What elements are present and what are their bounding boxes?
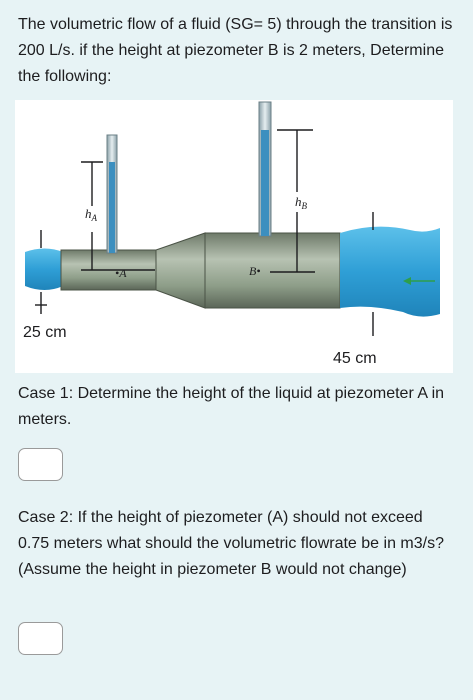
- label-h-b-sub: B: [302, 201, 308, 211]
- label-diameter-right: 45 cm: [333, 350, 377, 367]
- large-pipe: [204, 232, 341, 309]
- inlet-water-stream: [25, 248, 63, 290]
- case2-answer-input[interactable]: [18, 622, 63, 655]
- svg-text:hB: hB: [295, 194, 308, 211]
- label-h-a: h: [85, 206, 92, 221]
- label-point-a: •A: [115, 266, 127, 280]
- case1-question: Case 1: Determine the height of the liqu…: [18, 385, 445, 428]
- svg-text:hA: hA: [85, 206, 98, 223]
- pipe-transition-figure: hA hB •A B• 25 cm 45 cm: [15, 100, 453, 373]
- label-diameter-left: 25 cm: [23, 324, 67, 341]
- case2-question: Case 2: If the height of piezometer (A) …: [18, 509, 444, 578]
- h-b-dimension: [270, 129, 315, 273]
- transition-taper: [155, 232, 206, 309]
- outlet-water-stream: [340, 226, 440, 317]
- question-intro: The volumetric flow of a fluid (SG= 5) t…: [18, 16, 453, 85]
- piezometer-b-liquid: [261, 130, 269, 236]
- piezometer-a-liquid: [109, 162, 115, 253]
- diameter-left-dimension: [35, 230, 47, 314]
- label-h-b: h: [295, 194, 302, 209]
- h-a-dimension: [81, 161, 155, 271]
- flow-direction-arrow: [403, 277, 435, 285]
- label-h-a-sub: A: [91, 213, 98, 223]
- case1-answer-input[interactable]: [18, 448, 63, 481]
- label-point-b: B•: [249, 264, 261, 278]
